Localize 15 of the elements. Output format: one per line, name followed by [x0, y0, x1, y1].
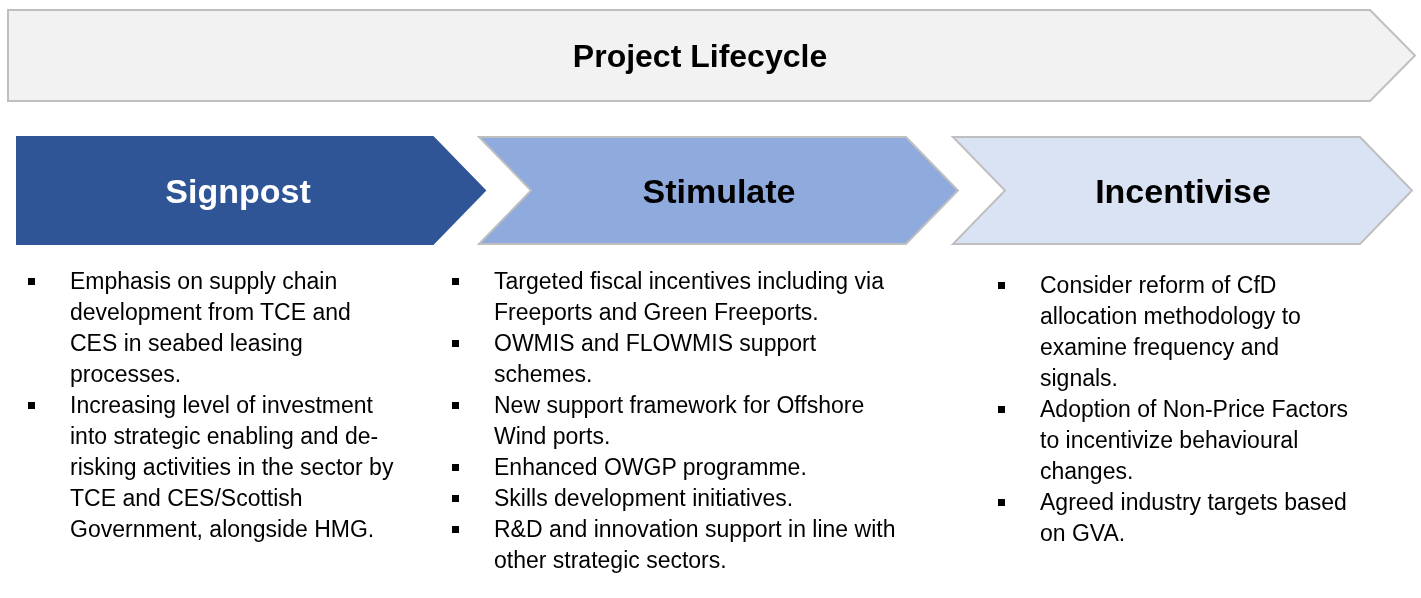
bullet-item: Agreed industry targets based on GVA.	[998, 487, 1352, 549]
bullet-item: Targeted fiscal incentives including via Freeports and Green Freeports.	[452, 266, 914, 328]
bullet-item: Increasing level of investment into strategic enabling and de-risking activities in the sector by TCE and CES/Scottish Government, alongside HMG.	[28, 390, 396, 545]
stage-title: Incentivise	[1095, 171, 1271, 210]
bullet-item: OWMIS and FLOWMIS support schemes.	[452, 328, 914, 390]
bullet-item: Adoption of Non-Price Factors to incentivize behavioural changes.	[998, 394, 1352, 487]
bullet-item: Enhanced OWGP programme.	[452, 452, 914, 483]
banner-label: Project Lifecycle	[572, 37, 828, 74]
bullet-item: Skills development initiatives.	[452, 483, 914, 514]
stage-title: Stimulate	[642, 171, 796, 210]
bullet-item: New support framework for Offshore Wind ports.	[452, 390, 914, 452]
bullet-item: Consider reform of CfD allocation methodology to examine frequency and signals.	[998, 270, 1352, 394]
bullet-item: Emphasis on supply chain development from TCE and CES in seabed leasing processes.	[28, 266, 396, 390]
stage-title: Signpost	[165, 171, 311, 210]
bullet-item: R&D and innovation support in line with other strategic sectors.	[452, 514, 914, 576]
